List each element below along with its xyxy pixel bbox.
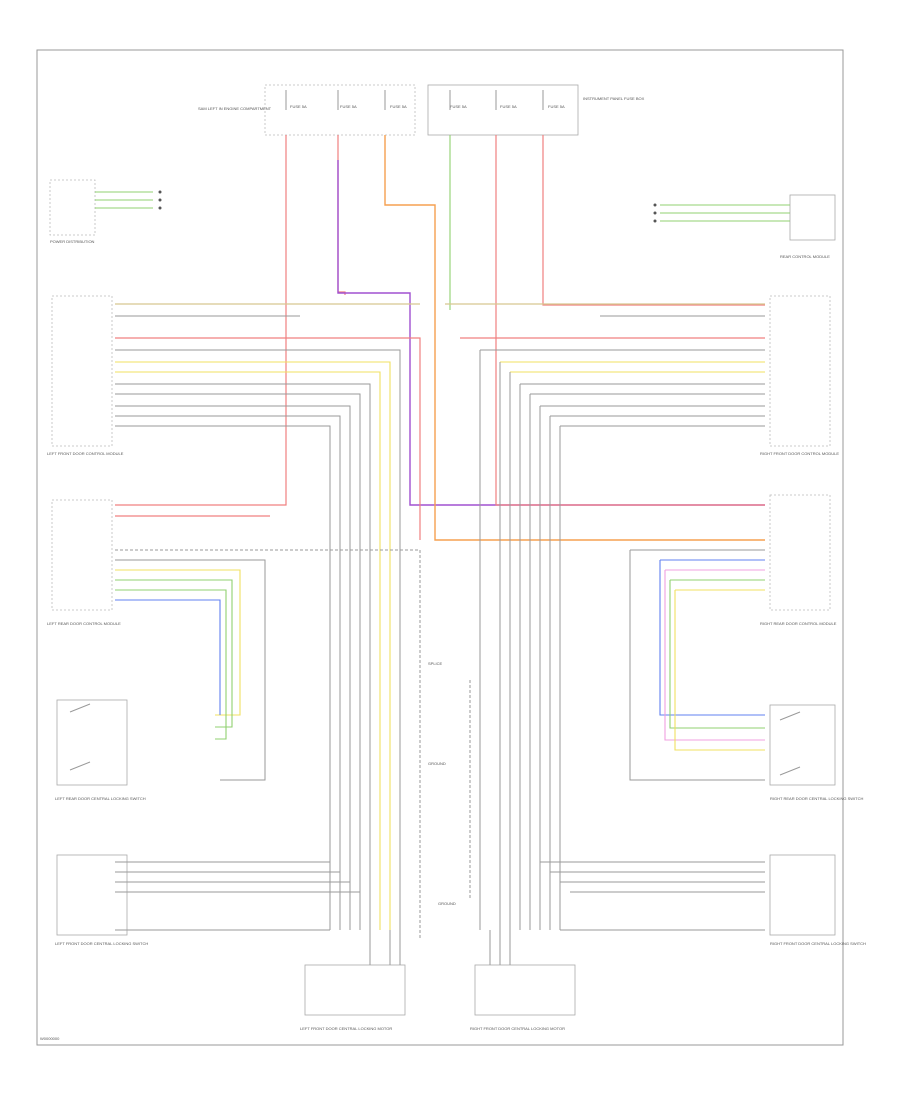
feed-red-3: [495, 135, 765, 506]
right-front-door-module-label: RIGHT FRONT DOOR CONTROL MODULE: [760, 451, 839, 456]
right-front-switch-label: RIGHT FRONT DOOR CENTRAL LOCKING SWITCH: [770, 941, 866, 946]
left-front-switch-label: LEFT FRONT DOOR CENTRAL LOCKING SWITCH: [55, 941, 148, 946]
left-rear-door-module-label: LEFT REAR DOOR CONTROL MODULE: [47, 621, 121, 626]
right-front-lock-motor: RIGHT FRONT DOOR CENTRAL LOCKING MOTOR: [470, 930, 576, 1031]
left-front-lock-motor-label: LEFT FRONT DOOR CENTRAL LOCKING MOTOR: [300, 1026, 392, 1031]
fuse-block-right: INSTRUMENT PANEL FUSE BOX FUSE 5A FUSE 5…: [427, 84, 645, 136]
right-rear-switch: RIGHT REAR DOOR CENTRAL LOCKING SWITCH: [769, 704, 863, 801]
left-front-switch: LEFT FRONT DOOR CENTRAL LOCKING SWITCH: [55, 854, 360, 946]
left-control-module-label: POWER DISTRIBUTION: [50, 239, 95, 244]
fuse-label-5: FUSE 5A: [500, 104, 517, 109]
left-front-door-module-label: LEFT FRONT DOOR CONTROL MODULE: [47, 451, 124, 456]
fuse-label-2: FUSE 5A: [340, 104, 357, 109]
fuse-block-right-label: INSTRUMENT PANEL FUSE BOX: [583, 96, 645, 101]
fuse-block-left: SAM LEFT IN ENGINE COMPARTMENT FUSE 5A F…: [198, 84, 416, 136]
ground-splice-label: GROUND: [428, 761, 446, 766]
left-rear-switch: LEFT REAR DOOR CENTRAL LOCKING SWITCH: [55, 699, 146, 801]
right-control-module-label: REAR CONTROL MODULE: [780, 254, 830, 259]
fuse-label-6: FUSE 5A: [548, 104, 565, 109]
feed-red-4: [542, 135, 765, 306]
diagram-footer-code: W0000000: [40, 1036, 60, 1041]
feed-red-2: [337, 135, 346, 295]
right-rear-switch-label: RIGHT REAR DOOR CENTRAL LOCKING SWITCH: [770, 796, 863, 801]
right-rear-door-module: RIGHT REAR DOOR CONTROL MODULE: [629, 494, 837, 781]
diagram-frame: [36, 49, 844, 1046]
feed-orange: [384, 135, 765, 541]
left-rear-switch-label: LEFT REAR DOOR CENTRAL LOCKING SWITCH: [55, 796, 146, 801]
fuse-label-1: FUSE 5A: [290, 104, 307, 109]
right-front-switch: RIGHT FRONT DOOR CENTRAL LOCKING SWITCH: [540, 854, 866, 946]
right-control-module: REAR CONTROL MODULE: [653, 194, 836, 259]
center-splice: SPLICE GROUND GROUND: [428, 661, 471, 906]
feed-red-1: [115, 135, 287, 506]
left-control-module: POWER DISTRIBUTION: [49, 179, 162, 244]
right-front-door-module: RIGHT FRONT DOOR CONTROL MODULE: [445, 295, 839, 930]
right-front-lock-motor-label: RIGHT FRONT DOOR CENTRAL LOCKING MOTOR: [470, 1026, 565, 1031]
ground-center-label: GROUND: [438, 901, 456, 906]
feed-purple: [337, 160, 765, 506]
left-front-door-module: LEFT FRONT DOOR CONTROL MODULE: [47, 295, 421, 930]
fuse-block-left-label: SAM LEFT IN ENGINE COMPARTMENT: [198, 106, 272, 111]
fuse-label-3: FUSE 5A: [390, 104, 407, 109]
center-splice-label: SPLICE: [428, 661, 443, 666]
fuse-label-4: FUSE 5A: [450, 104, 467, 109]
left-rear-door-module: LEFT REAR DOOR CONTROL MODULE: [47, 499, 421, 940]
left-front-lock-motor: LEFT FRONT DOOR CENTRAL LOCKING MOTOR: [300, 930, 406, 1031]
right-rear-door-module-label: RIGHT REAR DOOR CONTROL MODULE: [760, 621, 837, 626]
